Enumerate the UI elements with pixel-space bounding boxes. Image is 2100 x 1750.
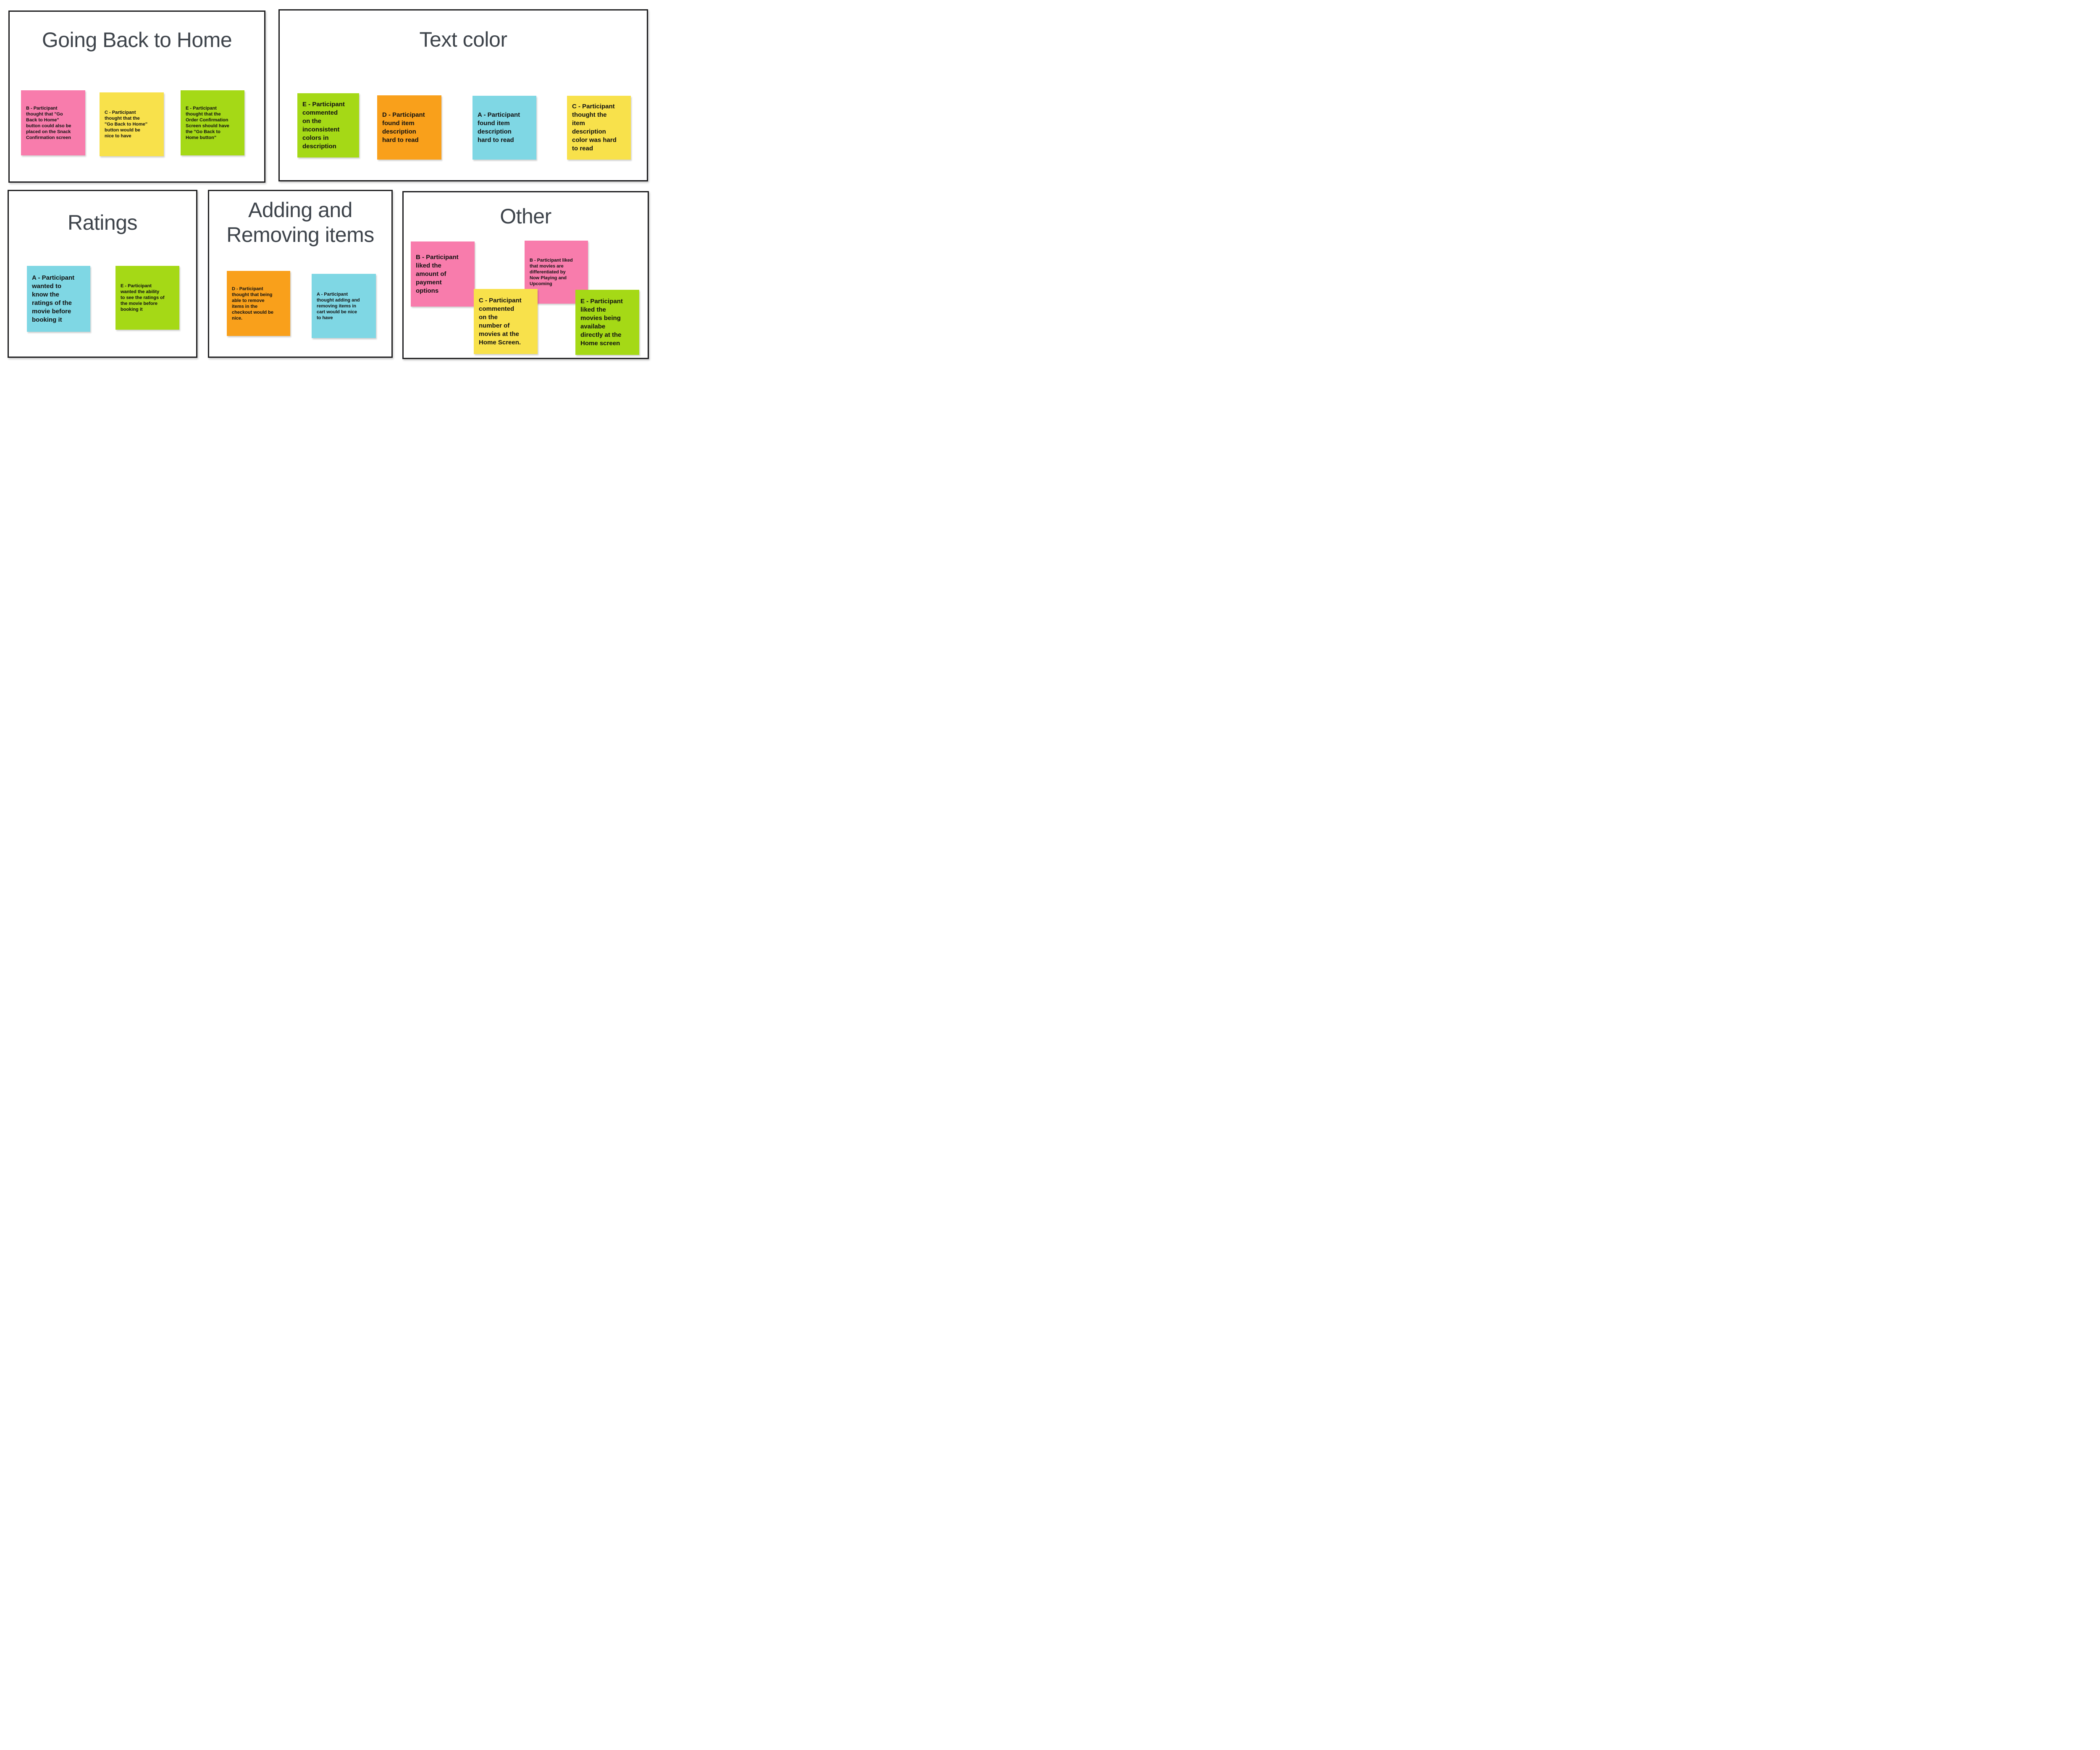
group-title-text-color: Text color [419, 28, 507, 51]
note-b-payment-options[interactable]: B - Participant liked the amount of paym… [411, 241, 475, 307]
group-title-other: Other [500, 205, 551, 228]
note-a-ratings[interactable]: A - Participant wanted to know the ratin… [27, 266, 90, 332]
note-text: B - Participant liked the amount of paym… [416, 253, 459, 294]
note-text: E - Participant wanted the ability to se… [121, 283, 165, 312]
note-e-text-color[interactable]: E - Participant commented on the inconsi… [297, 93, 359, 157]
note-c-go-back-home[interactable]: C - Participant thought that the "Go Bac… [100, 92, 164, 156]
note-e-ratings[interactable]: E - Participant wanted the ability to se… [116, 266, 179, 330]
note-a-adding-removing[interactable]: A - Participant thought adding and remov… [312, 274, 376, 338]
note-text: B - Participant thought that "Go Back to… [26, 105, 71, 140]
group-adding-removing-items[interactable]: Adding and Removing items D - Participan… [208, 190, 393, 358]
affinity-board: Going Back to Home B - Participant thoug… [0, 0, 659, 370]
note-text: A - Participant found item description h… [478, 111, 520, 144]
note-c-number-of-movies[interactable]: C - Participant commented on the number … [474, 289, 538, 354]
group-other[interactable]: Other B - Participant liked the amount o… [402, 191, 649, 359]
note-text: E - Participant thought that the Order C… [186, 105, 229, 140]
note-text: C - Participant thought the item descrip… [572, 103, 617, 152]
note-text: C - Participant thought that the "Go Bac… [105, 110, 148, 139]
note-d-adding-removing[interactable]: D - Participant thought that being able … [227, 271, 290, 336]
group-title-going-back-to-home: Going Back to Home [42, 28, 232, 52]
note-text: C - Participant commented on the number … [479, 296, 522, 346]
note-text: D - Participant thought that being able … [232, 286, 274, 321]
group-ratings[interactable]: Ratings A - Participant wanted to know t… [8, 190, 197, 358]
note-text: A - Participant wanted to know the ratin… [32, 274, 75, 323]
note-text: E - Participant liked the movies being a… [580, 297, 623, 347]
note-e-movies-available[interactable]: E - Participant liked the movies being a… [575, 290, 639, 355]
note-c-text-color[interactable]: C - Participant thought the item descrip… [567, 96, 631, 160]
note-e-go-back-home[interactable]: E - Participant thought that the Order C… [181, 90, 244, 155]
note-d-text-color[interactable]: D - Participant found item description h… [377, 95, 441, 160]
group-going-back-to-home[interactable]: Going Back to Home B - Participant thoug… [8, 10, 265, 183]
note-text: E - Participant commented on the inconsi… [302, 100, 345, 150]
note-text: B - Participant liked that movies are di… [530, 258, 573, 286]
note-text: D - Participant found item description h… [382, 111, 425, 144]
note-a-text-color[interactable]: A - Participant found item description h… [472, 96, 536, 160]
group-title-ratings: Ratings [67, 211, 138, 234]
note-text: A - Participant thought adding and remov… [317, 291, 360, 320]
group-text-color[interactable]: Text color E - Participant commented on … [278, 9, 648, 181]
note-b-go-back-home[interactable]: B - Participant thought that "Go Back to… [21, 90, 85, 155]
group-title-adding-removing: Adding and Removing items [226, 198, 374, 247]
